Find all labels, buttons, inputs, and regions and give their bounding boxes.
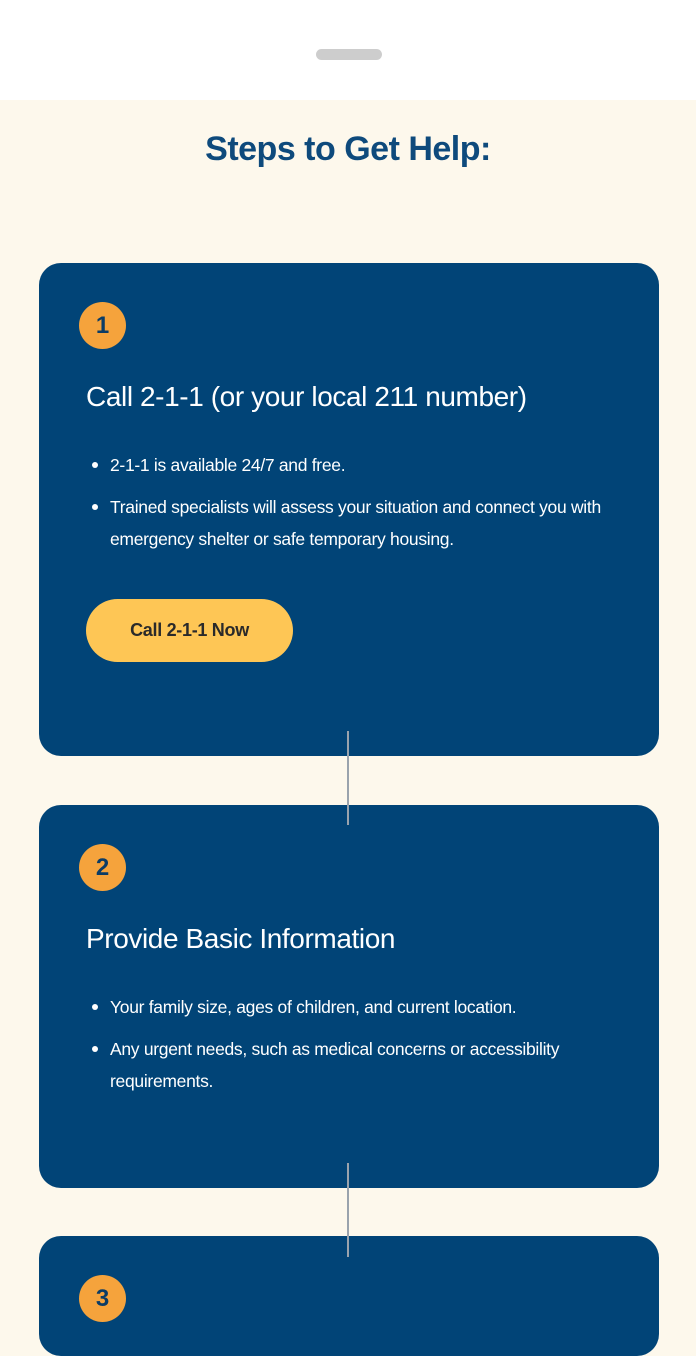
step-card-2: 2 Provide Basic Information Your family …	[39, 805, 659, 1188]
list-item: 2-1-1 is available 24/7 and free.	[86, 449, 606, 481]
page-title: Steps to Get Help:	[205, 130, 491, 168]
step-bullets: Your family size, ages of children, and …	[86, 991, 606, 1107]
call-211-button[interactable]: Call 2-1-1 Now	[86, 599, 293, 662]
step-number-badge: 2	[79, 844, 126, 891]
step-connector	[347, 731, 349, 825]
step-card-1: 1 Call 2-1-1 (or your local 211 number) …	[39, 263, 659, 756]
step-card-3: 3	[39, 1236, 659, 1356]
drag-handle[interactable]	[316, 49, 382, 60]
step-connector	[347, 1163, 349, 1257]
list-item: Trained specialists will assess your sit…	[86, 491, 606, 555]
list-item: Any urgent needs, such as medical concer…	[86, 1033, 606, 1097]
step-number-badge: 3	[79, 1275, 126, 1322]
step-number-badge: 1	[79, 302, 126, 349]
step-bullets: 2-1-1 is available 24/7 and free. Traine…	[86, 449, 606, 565]
list-item: Your family size, ages of children, and …	[86, 991, 606, 1023]
sheet-header	[0, 0, 696, 100]
step-title: Call 2-1-1 (or your local 211 number)	[86, 381, 527, 412]
step-title: Provide Basic Information	[86, 923, 396, 954]
